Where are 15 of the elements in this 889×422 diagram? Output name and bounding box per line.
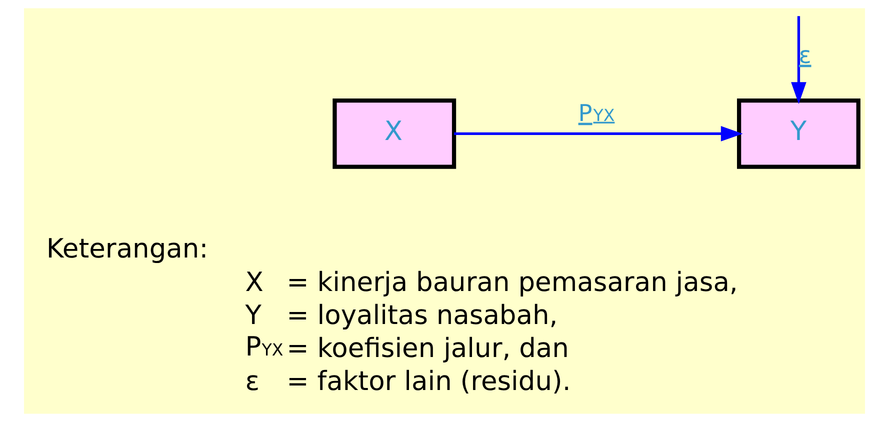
label: ε	[245, 366, 260, 398]
arrow	[454, 126, 743, 142]
arrow	[791, 16, 806, 104]
label: = kinerja bauran pemasaran jasa,	[286, 266, 738, 298]
label: Keterangan:	[46, 234, 208, 265]
label: X	[245, 266, 264, 298]
node-box: X	[332, 98, 456, 169]
label: Y	[245, 300, 262, 331]
edge-label: PYX	[578, 100, 615, 127]
label: = koefisien jalur, dan	[286, 333, 569, 364]
edge-label: ε	[798, 42, 812, 69]
label: = loyalitas nasabah,	[286, 300, 558, 331]
node-box: Y	[736, 98, 860, 169]
label: PYX	[245, 331, 284, 362]
label: = faktor lain (residu).	[286, 366, 571, 398]
